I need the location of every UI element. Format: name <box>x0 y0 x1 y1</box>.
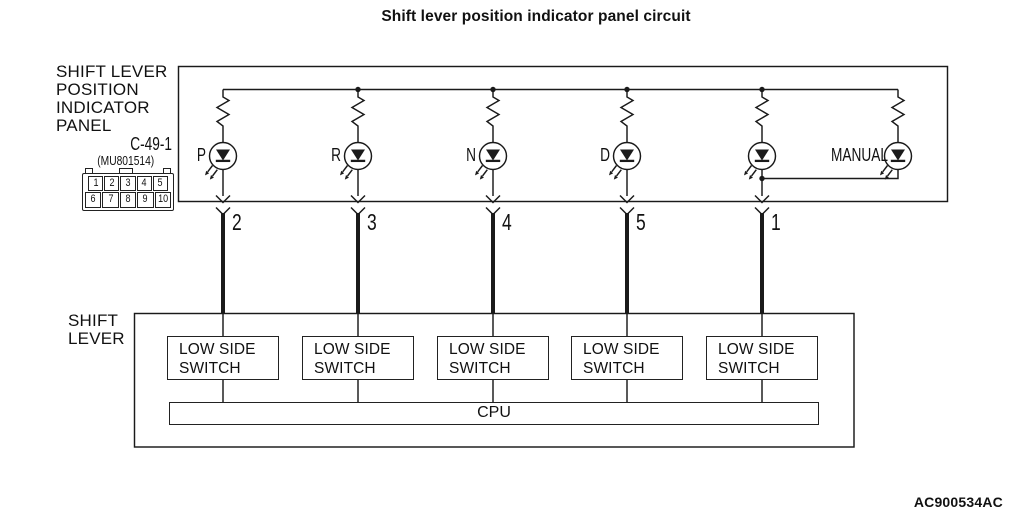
pin-number-1: 1 <box>771 209 781 235</box>
pin-number-3: 3 <box>367 209 377 235</box>
led-unlabeled <box>742 141 777 181</box>
pin-cell: 5 <box>152 176 169 191</box>
indicator-panel-box <box>177 65 949 203</box>
figure-code: AC900534AC <box>913 494 1003 510</box>
cpu-label: CPU <box>477 404 511 421</box>
low-side-switch-box: LOW SIDE SWITCH <box>571 336 683 380</box>
switch-label-line: SWITCH <box>314 360 376 377</box>
pin-cell: 8 <box>119 192 137 208</box>
led-label-manual: MANUAL <box>831 145 889 165</box>
switch-label-line: SWITCH <box>718 360 780 377</box>
shift-lever-label: SHIFT LEVER <box>68 312 125 348</box>
shift-lever-box <box>133 312 855 448</box>
resistor <box>486 88 500 144</box>
switch-label-line: LOW SIDE <box>449 341 526 358</box>
low-side-switch-box: LOW SIDE SWITCH <box>302 336 414 380</box>
pin-number-5: 5 <box>636 209 646 235</box>
panel-label-line: POSITION <box>56 80 139 99</box>
pin-cell: 10 <box>154 192 172 208</box>
led-label-blank <box>677 147 745 164</box>
connector-id: C-49-1 <box>130 134 172 154</box>
pin-cell: 4 <box>136 176 152 191</box>
pin-cell: 6 <box>85 192 102 208</box>
led-r <box>338 141 373 181</box>
shift-lever-label-line: SHIFT <box>68 311 119 330</box>
resistor <box>755 88 769 144</box>
led-label-p: P <box>196 145 206 165</box>
connector-lock-tab <box>163 168 171 173</box>
connector-housing: 1 2 3 4 5 6 7 8 9 10 <box>82 173 174 211</box>
led-p <box>203 141 238 181</box>
connector-lock-tab <box>85 168 93 173</box>
led-label-d: D <box>600 145 610 165</box>
led-n <box>473 141 508 181</box>
pin-cell: 3 <box>120 176 136 191</box>
pin-cell: 1 <box>88 176 104 191</box>
pin-number-2: 2 <box>232 209 242 235</box>
pin-cell: 9 <box>137 192 154 208</box>
switch-label-line: SWITCH <box>583 360 645 377</box>
panel-label-line: SHIFT LEVER <box>56 62 168 81</box>
manual-link-wire <box>762 169 899 180</box>
connector-housing-top <box>82 167 174 173</box>
switch-label-line: LOW SIDE <box>179 341 256 358</box>
pin-cell: 7 <box>102 192 119 208</box>
switch-label-line: SWITCH <box>179 360 241 377</box>
resistor <box>891 88 905 144</box>
cpu-box: CPU <box>169 402 819 425</box>
shift-lever-label-line: LEVER <box>68 329 125 348</box>
resistor <box>620 88 634 144</box>
junction-dot <box>759 175 765 182</box>
indicator-panel-label: SHIFT LEVER POSITION INDICATOR PANEL <box>56 63 167 135</box>
panel-label-line: PANEL <box>56 116 112 135</box>
connector-keying <box>119 168 133 173</box>
pin-cell: 2 <box>104 176 120 191</box>
low-side-switch-box: LOW SIDE SWITCH <box>167 336 279 380</box>
pin-number-4: 4 <box>502 209 512 235</box>
low-side-switch-box: LOW SIDE SWITCH <box>437 336 549 380</box>
connector-pin-row-2: 6 7 8 9 10 <box>85 192 172 208</box>
connector-pin-row-1: 1 2 3 4 5 <box>88 176 169 191</box>
switch-label-line: LOW SIDE <box>314 341 391 358</box>
switch-label-line: SWITCH <box>449 360 511 377</box>
connector-part-number: (MU801514) <box>97 154 155 168</box>
led-label-r: R <box>331 145 341 165</box>
low-side-switch-box: LOW SIDE SWITCH <box>706 336 818 380</box>
panel-label-line: INDICATOR <box>56 98 150 117</box>
connector-pin-diagram: 1 2 3 4 5 6 7 8 9 10 <box>82 167 174 211</box>
diagram-title: Shift lever position indicator panel cir… <box>381 8 691 25</box>
led-label-n: N <box>466 145 476 165</box>
switch-label-line: LOW SIDE <box>718 341 795 358</box>
led-d <box>607 141 642 181</box>
resistor <box>216 88 230 144</box>
resistor <box>351 88 365 144</box>
switch-label-line: LOW SIDE <box>583 341 660 358</box>
